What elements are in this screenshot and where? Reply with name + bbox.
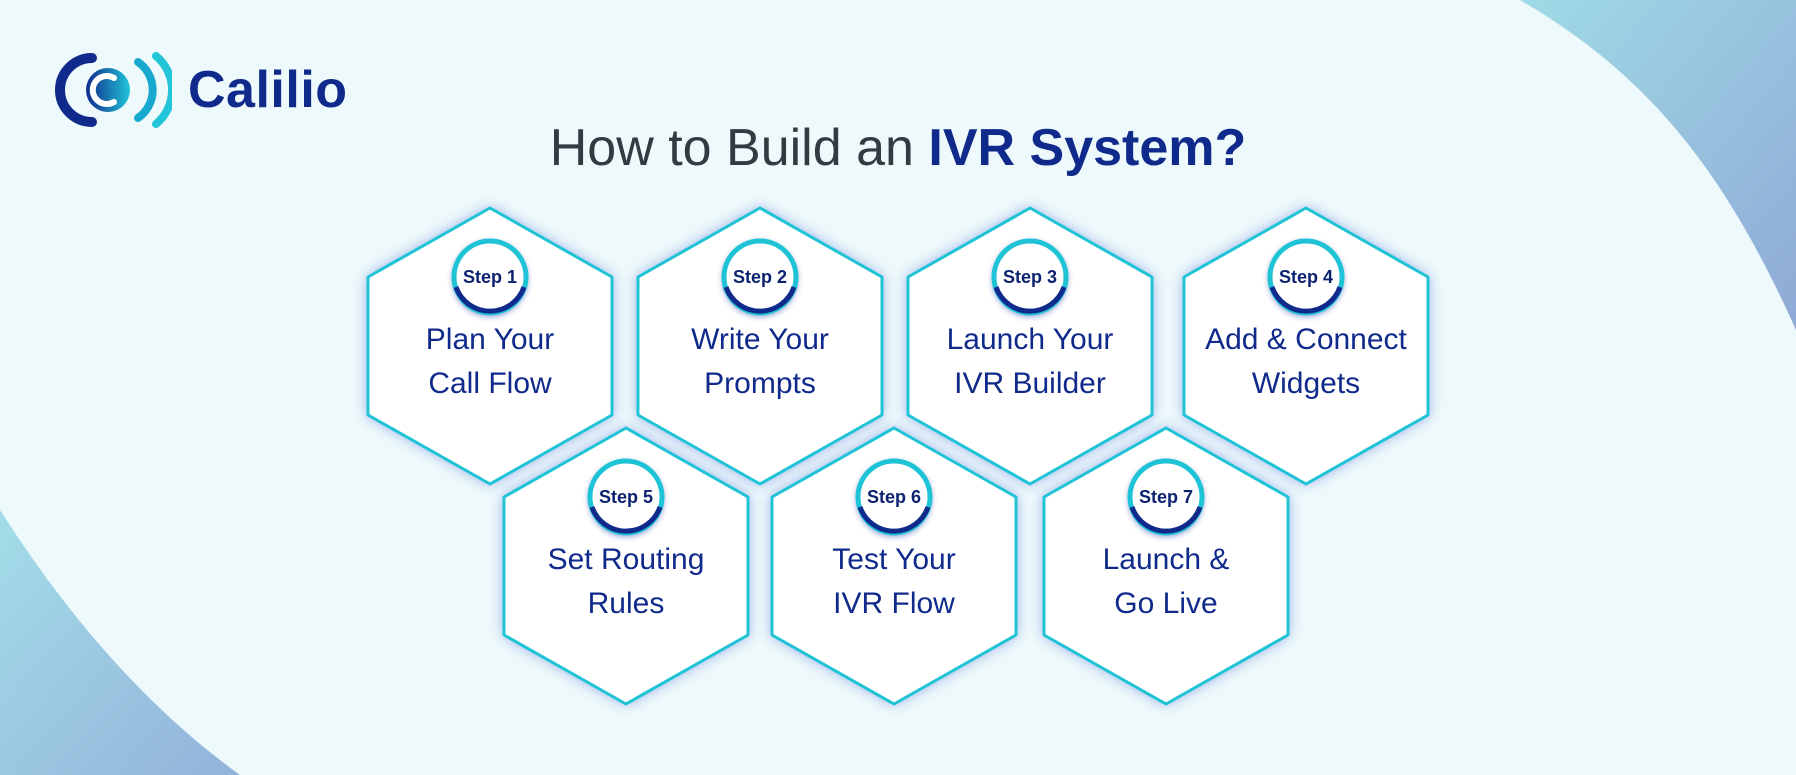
step-badge-ring [1269,286,1343,314]
step-hexagon [770,426,1018,706]
step-badge-label: Step 7 [1138,487,1194,507]
step-badge-label: Step 6 [866,487,922,507]
step-title-line-2: Widgets [1251,367,1361,400]
step-badge-ring [453,286,527,314]
step-badge-face [730,247,790,307]
title-highlight: IVR System? [928,119,1247,177]
step-title-line-2: Call Flow [428,367,552,400]
step-card-2 [636,206,884,486]
step-hexagon [906,206,1154,486]
bottom-left-arc [0,510,240,775]
step-badge-ring [993,286,1067,314]
step-hexagon [1182,206,1430,486]
step-hexagon [636,206,884,486]
step-card-4 [1182,206,1430,486]
top-right-arc [1520,0,1796,330]
step-title-line-2: IVR Builder [954,367,1106,400]
step-badge-label: Step 2 [732,267,788,287]
step-title-line-2: Prompts [704,367,816,400]
step-title-line-1: Add & Connect [1205,323,1407,356]
step-card-5 [502,426,750,706]
step-hexagon [1042,426,1290,706]
step-card-7 [1042,426,1290,706]
step-card-1 [366,206,614,486]
step-hexagon [366,206,614,486]
step-title-line-2: IVR Flow [833,587,955,620]
step-badge-face [1276,247,1336,307]
step-badge-face [596,467,656,527]
step-title-line-2: Rules [587,587,665,620]
brand[interactable]: Calilio [52,48,348,132]
step-badge-face [1000,247,1060,307]
step-badge-ring [857,506,931,534]
calilio-logo-icon [55,52,172,128]
step-badge-ring [589,506,663,534]
title-lead: How to Build an [549,119,929,177]
step-badge-label: Step 5 [598,487,654,507]
step-hexagon [502,426,750,706]
page-title: How to Build an IVR System? [0,112,1796,184]
step-badge-label: Step 1 [462,267,518,287]
step-badge-face [864,467,924,527]
step-title-line-2: Go Live [1114,587,1218,620]
step-card-6 [770,426,1018,706]
step-title-line-1: Write Your [691,323,829,356]
step-title-line-1: Launch & [1102,543,1230,576]
step-badge-face [460,247,520,307]
brand-name: Calilio [188,61,348,119]
step-card-3 [906,206,1154,486]
step-badge-ring [1129,506,1203,534]
step-badge-label: Step 4 [1278,267,1334,287]
step-title-line-1: Plan Your [425,323,555,356]
step-badge-label: Step 3 [1002,267,1058,287]
step-title-line-1: Test Your [832,543,956,576]
step-title: Launch & Go Live [1041,538,1291,626]
step-badge-face [1136,467,1196,527]
step-badge-ring [723,286,797,314]
step-title-line-1: Set Routing [547,543,705,576]
step-title-line-1: Launch Your [946,323,1114,356]
